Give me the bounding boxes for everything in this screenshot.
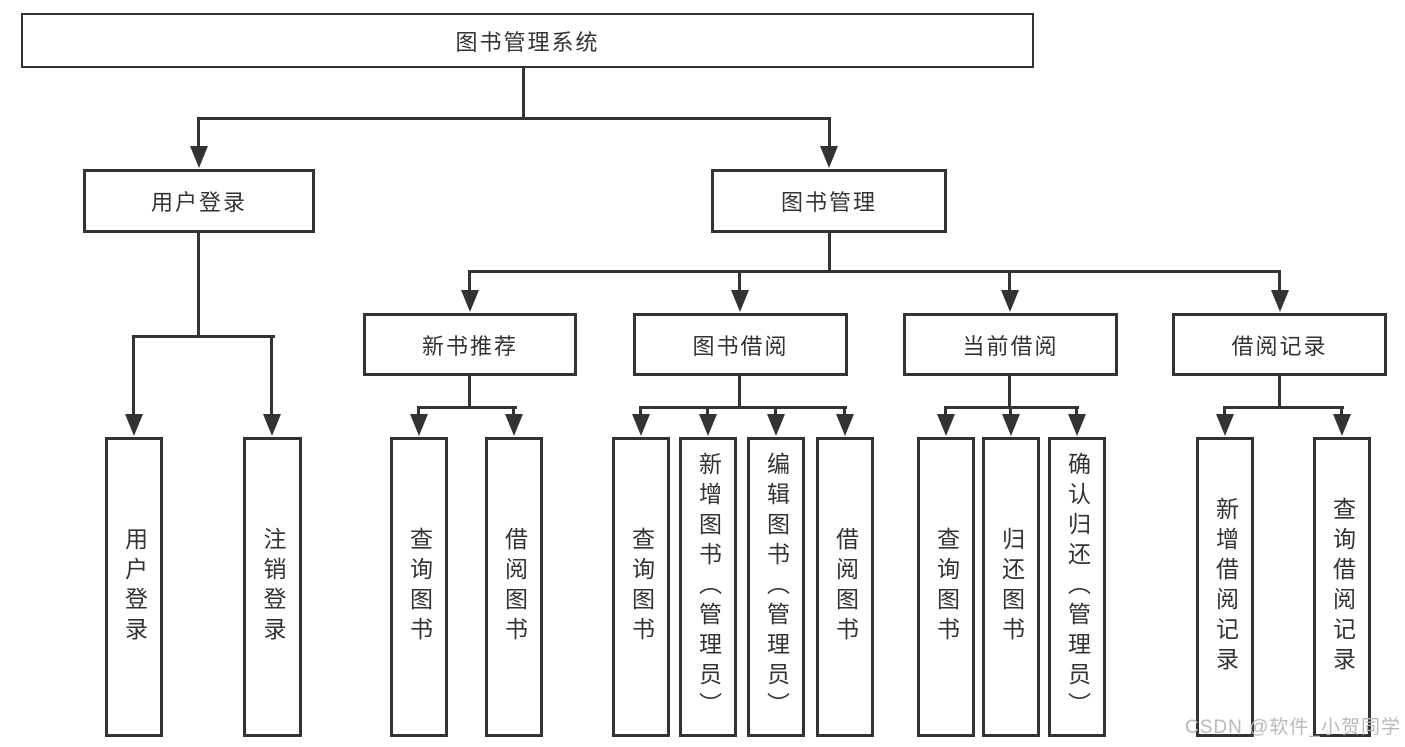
connector-line [738,270,741,292]
connector-line [706,406,709,418]
connector-line [1075,406,1078,418]
arrow-down-icon [410,414,428,436]
connector-line [639,406,847,409]
connector-line [843,406,846,418]
connector-line [197,233,200,337]
csdn-watermark: CSDN @软件_小贺同学 [1185,717,1401,738]
connector-line [738,374,741,408]
connector-line [197,117,200,149]
connector-line [417,406,517,409]
connector-line [1223,406,1344,409]
node-leaf-borrow-query: 查询图书 [612,437,670,737]
arrow-down-icon [190,146,208,168]
node-leaf-borrow-edit: 编辑图书（管理员） [747,437,805,737]
node-root: 图书管理系统 [21,13,1034,68]
connector-line [774,406,777,418]
connector-line [1278,374,1281,408]
connector-line [1008,374,1011,408]
connector-line [417,406,420,418]
arrow-down-icon [1001,290,1019,312]
node-leaf-record-query: 查询借阅记录 [1313,437,1371,737]
arrow-down-icon [1271,290,1289,312]
connector-line [197,117,831,120]
arrow-down-icon [461,290,479,312]
arrow-down-icon [632,414,650,436]
arrow-down-icon [836,414,854,436]
arrow-down-icon [263,414,281,436]
arrow-down-icon [820,146,838,168]
node-user-login: 用户登录 [83,169,315,233]
connector-line [270,335,273,417]
connector-line [132,335,135,417]
node-new-book: 新书推荐 [363,313,577,376]
node-leaf-borrow-add: 新增图书（管理员） [679,437,737,737]
arrow-down-icon [937,414,955,436]
connector-line [522,68,525,119]
connector-line [1223,406,1226,418]
arrow-down-icon [767,414,785,436]
arrow-down-icon [1333,414,1351,436]
connector-line [1008,270,1011,292]
node-borrow-record: 借阅记录 [1172,313,1387,376]
node-leaf-borrow-borrow: 借阅图书 [816,437,874,737]
arrow-down-icon [125,414,143,436]
arrow-down-icon [1068,414,1086,436]
connector-line [828,233,831,272]
arrow-down-icon [505,414,523,436]
node-leaf-current-return: 归还图书 [982,437,1040,737]
node-leaf-user-login: 用户登录 [105,437,163,737]
connector-line [944,406,947,418]
node-leaf-logout: 注销登录 [243,437,302,737]
node-leaf-current-query: 查询图书 [917,437,975,737]
connector-line [1278,270,1281,292]
node-book-mgmt: 图书管理 [711,169,947,233]
node-leaf-record-add: 新增借阅记录 [1196,437,1254,737]
connector-line [468,270,471,292]
node-leaf-current-confirm: 确认归还（管理员） [1048,437,1106,737]
connector-line [468,374,471,408]
connector-line [132,335,275,338]
node-current-borrow: 当前借阅 [903,313,1118,376]
connector-line [1340,406,1343,418]
node-leaf-newbook-query: 查询图书 [390,437,448,737]
connector-line [1009,406,1012,418]
arrow-down-icon [731,290,749,312]
node-leaf-newbook-borrow: 借阅图书 [485,437,543,737]
arrow-down-icon [699,414,717,436]
node-book-borrow: 图书借阅 [633,313,848,376]
arrow-down-icon [1002,414,1020,436]
connector-line [468,270,1281,273]
connector-line [828,117,831,149]
connector-line [639,406,642,418]
arrow-down-icon [1216,414,1234,436]
connector-line [512,406,515,418]
